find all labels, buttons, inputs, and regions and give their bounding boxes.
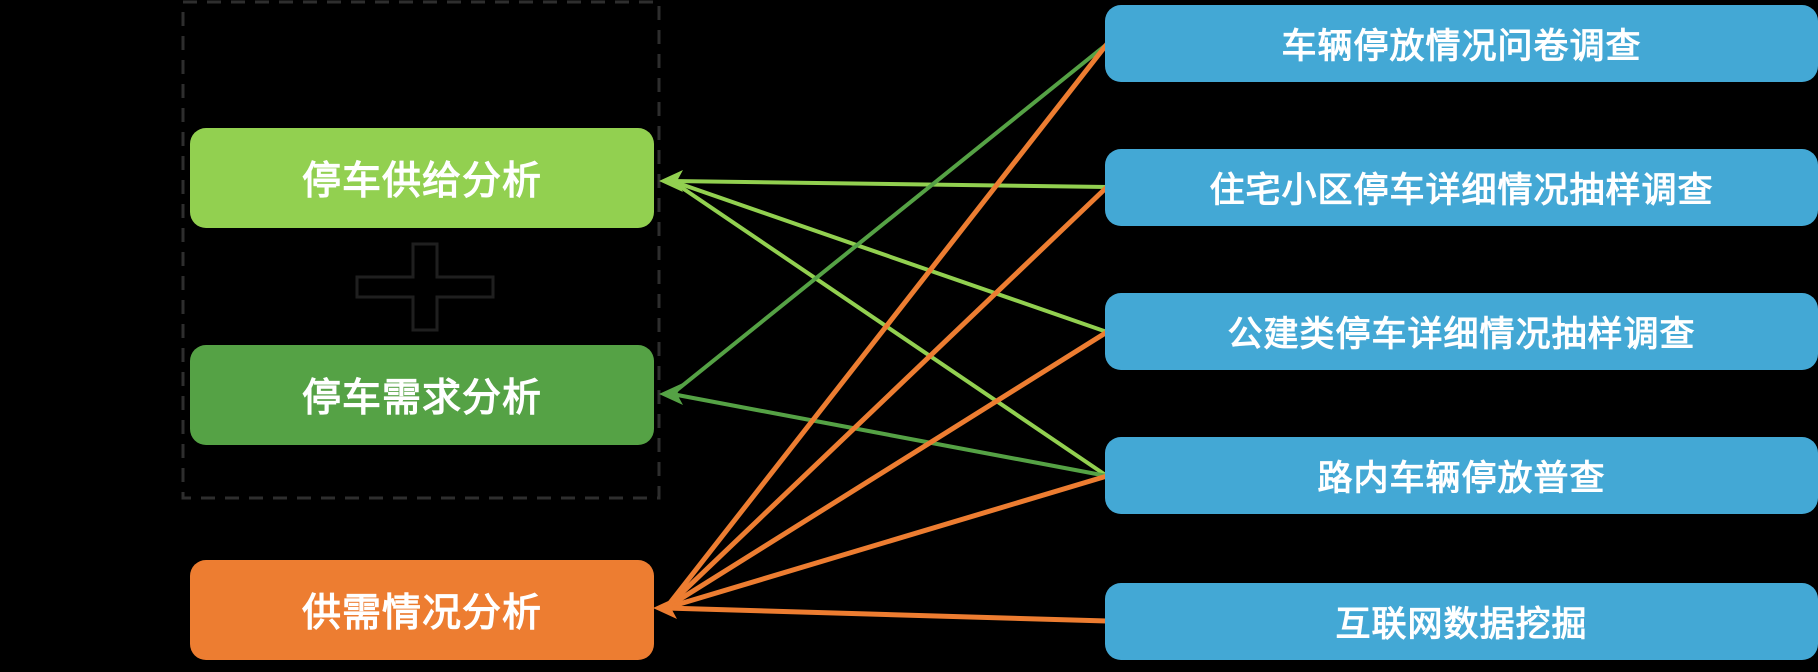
supply-analysis-label: 停车供给分析 bbox=[301, 160, 542, 203]
public-building-sampling-box: 公建类停车详细情况抽样调查 bbox=[1105, 293, 1818, 370]
on-street-census-label: 路内车辆停放普查 bbox=[1317, 459, 1606, 498]
connector-on_street_census-to-balance bbox=[665, 473, 1108, 611]
connector-internet_mining-to-balance bbox=[665, 605, 1108, 624]
supply-demand-balance-label: 供需情况分析 bbox=[301, 592, 542, 635]
arrowhead-supply bbox=[659, 170, 683, 192]
residential-sampling-label: 住宅小区停车详细情况抽样调查 bbox=[1209, 171, 1714, 210]
arrowhead-balance bbox=[653, 597, 677, 619]
on-street-census-box: 路内车辆停放普查 bbox=[1105, 437, 1818, 514]
public-building-sampling-label: 公建类停车详细情况抽样调查 bbox=[1227, 315, 1696, 354]
residential-sampling-box: 住宅小区停车详细情况抽样调查 bbox=[1105, 149, 1818, 226]
questionnaire-survey-box: 车辆停放情况问卷调查 bbox=[1105, 5, 1818, 82]
connector-survey_questionnaire-to-balance bbox=[664, 42, 1109, 610]
supply-demand-balance-box: 供需情况分析 bbox=[190, 560, 654, 660]
connector-on_street_census-to-demand bbox=[671, 392, 1108, 478]
demand-analysis-label: 停车需求分析 bbox=[301, 377, 542, 420]
internet-mining-label: 互联网数据挖掘 bbox=[1335, 605, 1588, 644]
connector-on_street_census-to-supply bbox=[670, 179, 1109, 478]
arrowhead-demand bbox=[659, 383, 683, 405]
supply-analysis-box: 停车供给分析 bbox=[190, 128, 654, 228]
demand-analysis-box: 停车需求分析 bbox=[190, 345, 654, 445]
questionnaire-survey-label: 车辆停放情况问卷调查 bbox=[1281, 27, 1642, 66]
connector-residential_sampling-to-supply bbox=[671, 179, 1108, 189]
internet-mining-box: 互联网数据挖掘 bbox=[1105, 583, 1818, 660]
supply-demand-group-border bbox=[181, 0, 661, 500]
connector-residential_sampling-to-balance bbox=[664, 185, 1109, 610]
plus-icon bbox=[355, 242, 495, 332]
connector-survey_questionnaire-to-demand bbox=[670, 42, 1109, 396]
connector-public_building_sampling-to-supply bbox=[671, 179, 1108, 334]
connector-public_building_sampling-to-balance bbox=[664, 329, 1109, 611]
